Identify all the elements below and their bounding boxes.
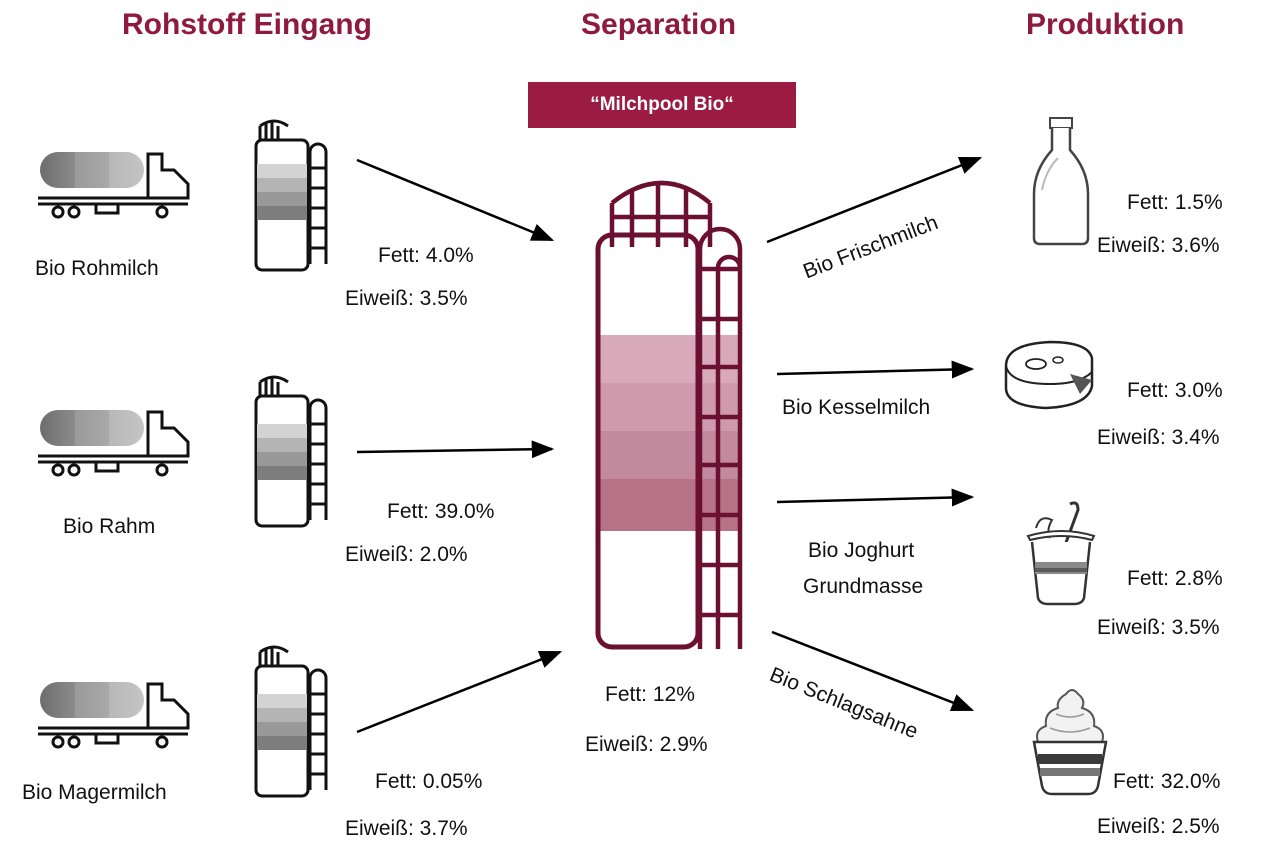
tanker-truck-icon	[38, 682, 190, 749]
product-fat-frischmilch: Fett: 1.5%	[1127, 191, 1223, 214]
milk-pool-banner: “Milchpool Bio“	[528, 82, 796, 128]
stream-label-kesselmilch: Bio Kesselmilch	[782, 396, 931, 419]
small-silo-icon	[254, 645, 328, 798]
yoghurt-cup-icon	[1026, 501, 1096, 606]
input-fat-magermilch: Fett: 0.05%	[375, 770, 483, 793]
input-protein-magermilch: Eiweiß: 3.7%	[345, 817, 468, 840]
arrow-pool-to-schlagsahne	[771, 630, 975, 712]
product-protein-frischmilch: Eiweiß: 3.6%	[1097, 234, 1220, 257]
arrow-pool-to-joghurt	[776, 488, 975, 507]
heading-production: Produktion	[1026, 8, 1185, 41]
input-name-rahm: Bio Rahm	[63, 515, 156, 538]
arrow-rohmilch-to-pool	[356, 158, 555, 242]
arrow-rahm-to-pool	[356, 440, 555, 459]
product-fat-kesselmilch: Fett: 3.0%	[1127, 379, 1223, 402]
product-protein-kesselmilch: Eiweiß: 3.4%	[1097, 426, 1220, 449]
small-silo-icon	[254, 375, 328, 528]
input-protein-rohmilch: Eiweiß: 3.5%	[345, 287, 468, 310]
product-fat-joghurt: Fett: 2.8%	[1127, 567, 1223, 590]
pool-fat: Fett: 12%	[605, 683, 695, 706]
tanker-truck-icon	[38, 152, 190, 219]
heading-separation: Separation	[581, 8, 737, 41]
whipped-cream-cup-icon	[1032, 689, 1108, 796]
heading-input: Rohstoff Eingang	[122, 8, 372, 41]
stream-label-joghurt-line2: Grundmasse	[803, 575, 924, 598]
product-fat-schlagsahne: Fett: 32.0%	[1113, 770, 1221, 793]
small-silo-icon	[254, 119, 328, 272]
stream-label-joghurt-line1: Bio Joghurt	[808, 539, 915, 562]
input-name-rohmilch: Bio Rohmilch	[35, 257, 159, 280]
product-protein-schlagsahne: Eiweiß: 2.5%	[1097, 815, 1220, 838]
input-fat-rohmilch: Fett: 4.0%	[378, 244, 474, 267]
central-silo-icon	[595, 180, 743, 650]
input-protein-rahm: Eiweiß: 2.0%	[345, 543, 468, 566]
cheese-wheel-icon	[1004, 340, 1094, 410]
arrow-pool-to-kesselmilch	[776, 360, 975, 379]
product-protein-joghurt: Eiweiß: 3.5%	[1097, 616, 1220, 639]
arrow-magermilch-to-pool	[356, 650, 563, 734]
tanker-truck-icon	[38, 410, 190, 477]
milk-bottle-icon	[1032, 117, 1090, 246]
pool-protein: Eiweiß: 2.9%	[585, 733, 708, 756]
arrow-pool-to-frischmilch	[766, 156, 983, 244]
input-name-magermilch: Bio Magermilch	[22, 781, 167, 804]
input-fat-rahm: Fett: 39.0%	[387, 500, 495, 523]
